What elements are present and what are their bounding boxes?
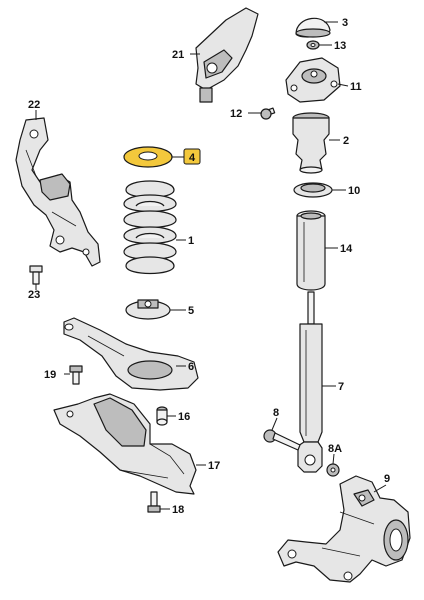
part-21-mount-bracket — [195, 7, 259, 103]
callout-18: 18 — [172, 504, 184, 516]
part-9-wheel-bearing-housing — [277, 475, 411, 583]
part-4-spring-insulator — [123, 146, 173, 168]
callout-4-highlight — [183, 148, 201, 165]
callout-13: 13 — [334, 40, 346, 52]
callout-4: 4 — [189, 152, 196, 164]
callout-22: 22 — [28, 99, 40, 111]
callout-2: 2 — [343, 135, 349, 147]
part-6-lower-arm — [63, 317, 199, 391]
callout-23: 23 — [28, 289, 40, 301]
callout-19: 19 — [44, 369, 56, 381]
part-22-bracket — [15, 117, 101, 267]
callout-9: 9 — [384, 473, 390, 485]
part-8a-nut — [326, 463, 340, 477]
part-1-coil-spring — [123, 180, 177, 275]
part-7-shock-absorber — [297, 291, 323, 473]
callout-1: 1 — [188, 235, 194, 247]
callout-16: 16 — [178, 411, 190, 423]
callout-7: 7 — [338, 381, 344, 393]
part-2-bump-stop — [292, 112, 330, 174]
part-12-bolt — [260, 107, 276, 120]
part-5-lower-spring-seat — [125, 299, 171, 320]
part-19-bolt — [69, 365, 83, 385]
callout-8a: 8A — [328, 443, 342, 455]
callout-21: 21 — [172, 49, 184, 61]
part-13-nut — [306, 40, 320, 50]
callout-14: 14 — [340, 243, 353, 255]
part-14-protective-sleeve — [296, 210, 326, 291]
part-8-bolt — [263, 429, 301, 451]
part-11-strut-mount — [285, 57, 341, 103]
callout-10: 10 — [348, 185, 360, 197]
callout-5: 5 — [188, 305, 194, 317]
callout-3: 3 — [342, 17, 348, 29]
leader-lines — [35, 21, 387, 510]
callout-6: 6 — [188, 361, 194, 373]
part-17-underbody-cover — [53, 393, 197, 495]
part-3-dust-cap — [295, 17, 331, 38]
callout-labels: 3 13 11 12 2 10 14 7 8 8A 9 21 22 23 4 1… — [28, 17, 390, 516]
part-18-bolt — [147, 491, 161, 513]
part-16-bushing — [156, 406, 168, 426]
callout-11: 11 — [350, 81, 362, 93]
part-10-spring-seat — [293, 182, 333, 198]
callout-12: 12 — [230, 108, 242, 120]
part-23-bolt — [29, 265, 43, 285]
callout-17: 17 — [208, 460, 220, 472]
callout-8: 8 — [273, 407, 279, 419]
